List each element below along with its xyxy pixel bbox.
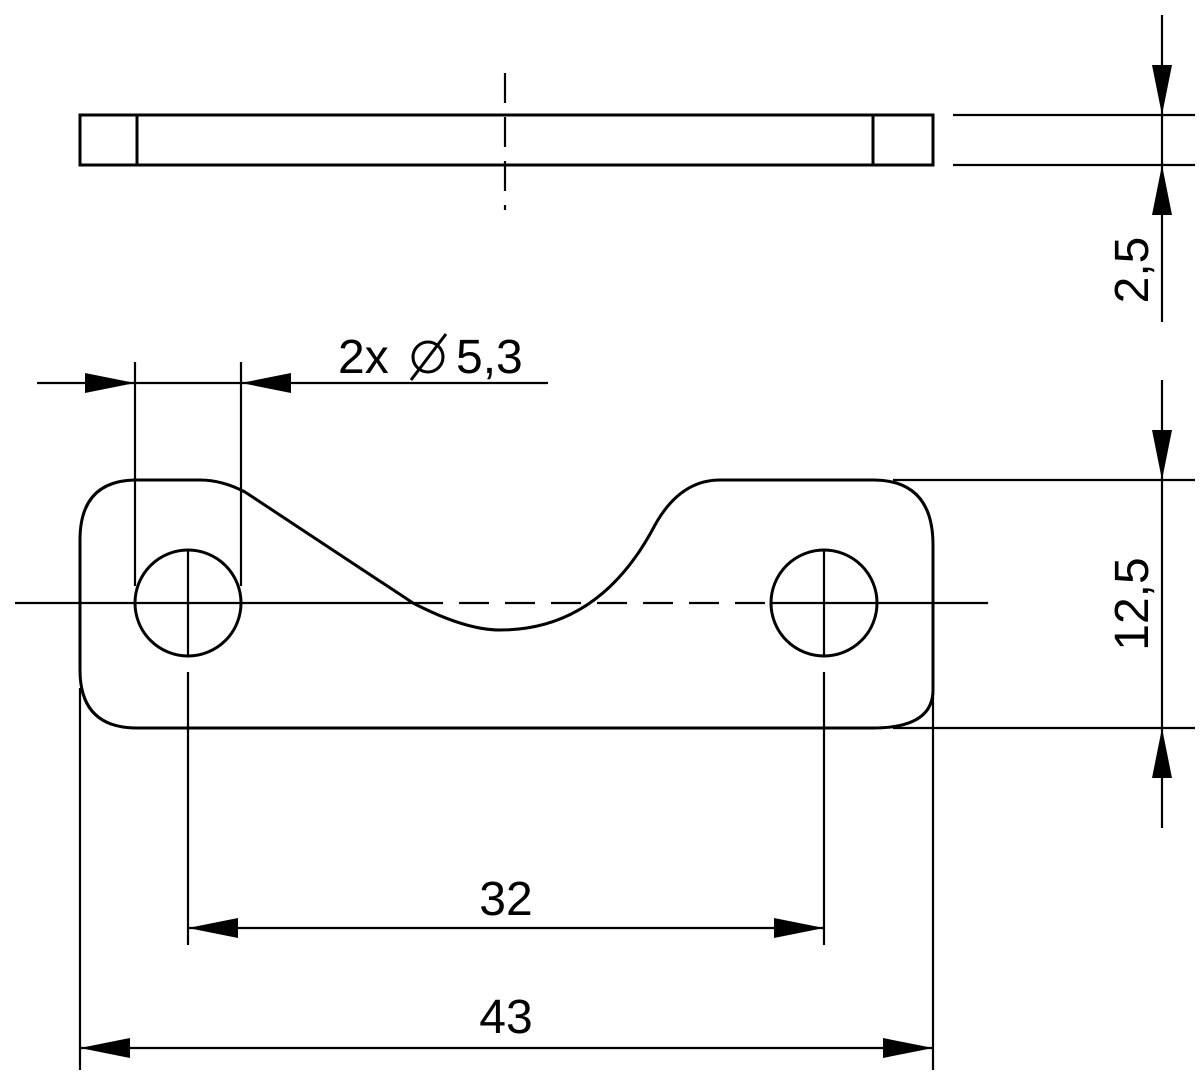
height-arrow-down xyxy=(1152,430,1172,480)
hole-spacing-arrow-right xyxy=(774,918,824,938)
height-dimension: 12,5 xyxy=(893,380,1195,828)
hole-diameter-arrow-left xyxy=(241,373,291,393)
side-view xyxy=(78,73,935,210)
overall-length-dimension: 43 xyxy=(78,688,935,1070)
hole-spacing-label: 32 xyxy=(479,873,532,926)
side-view-outline xyxy=(78,113,935,167)
diameter-symbol-icon xyxy=(409,333,448,381)
height-label: 12,5 xyxy=(1106,557,1159,650)
hole-diameter-arrow-right xyxy=(85,373,135,393)
plate-outline xyxy=(78,478,935,730)
hole-count-label: 2x xyxy=(338,331,389,384)
hole-diameter-value: 5,3 xyxy=(456,331,523,384)
front-view xyxy=(15,478,988,730)
hole-spacing-arrow-left xyxy=(188,918,238,938)
thickness-dimension: 2,5 xyxy=(953,15,1195,322)
hole-diameter-label: 2x xyxy=(338,331,389,384)
overall-length-label: 43 xyxy=(479,991,532,1044)
overall-length-arrow-left xyxy=(80,1038,130,1058)
thickness-label: 2,5 xyxy=(1106,237,1159,304)
height-arrow-up xyxy=(1152,728,1172,778)
thickness-arrow-up xyxy=(1152,165,1172,215)
hole-diameter-dimension: 2x 5,3 xyxy=(37,331,548,586)
thickness-arrow-down xyxy=(1152,65,1172,115)
hole-spacing-dimension: 32 xyxy=(186,672,826,945)
overall-length-arrow-right xyxy=(883,1038,933,1058)
